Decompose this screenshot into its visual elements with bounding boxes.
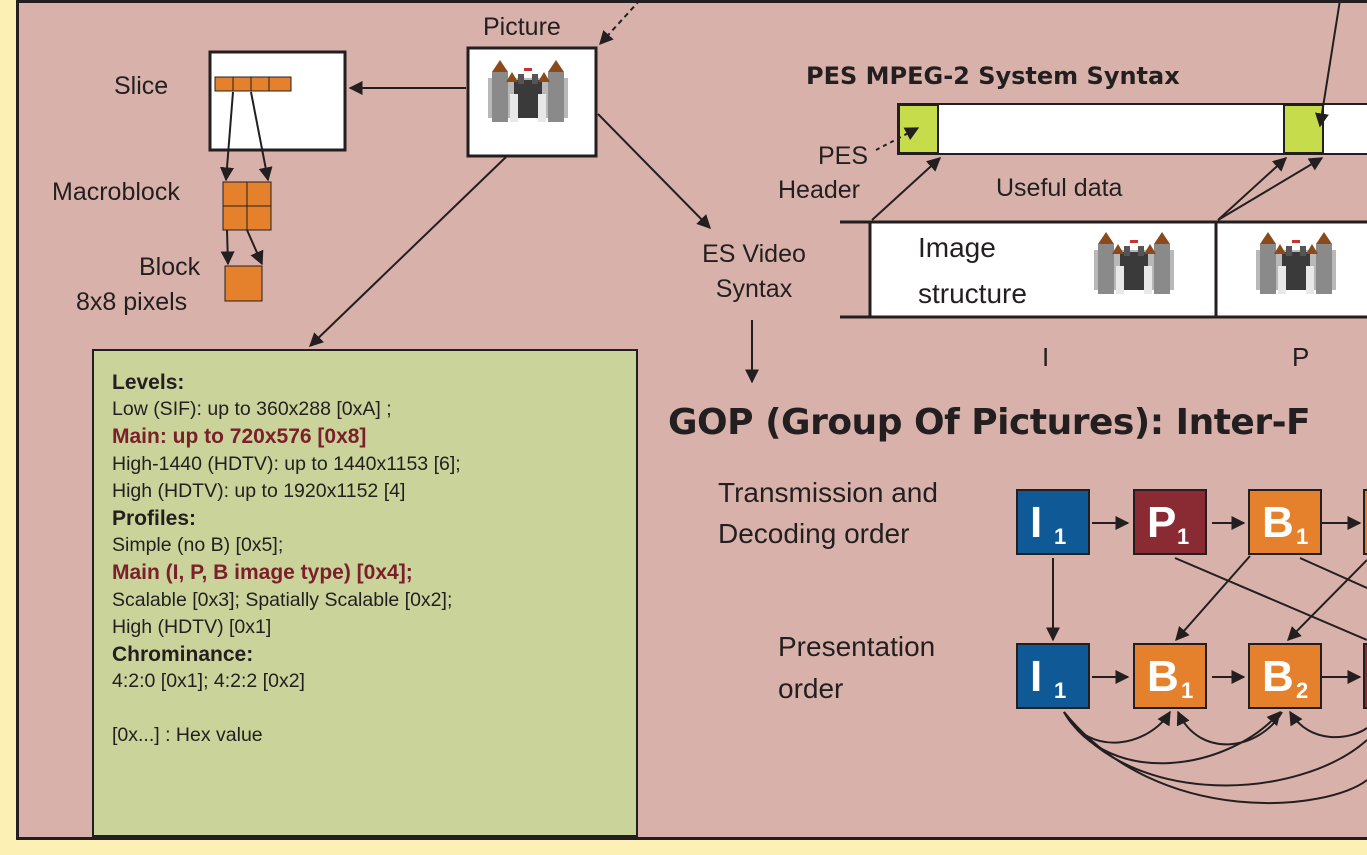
profile-high: High (HDTV) [0x1] bbox=[112, 615, 272, 638]
gop-frame-t-b1: B 1 bbox=[1248, 489, 1322, 555]
levels-header: Levels: bbox=[112, 371, 185, 394]
pes-header-block bbox=[898, 104, 939, 154]
pes-header-block-2 bbox=[1283, 104, 1324, 154]
presentation-label: Presentation bbox=[778, 631, 936, 662]
syntax-label: Syntax bbox=[715, 275, 793, 303]
castle-icon bbox=[488, 60, 568, 122]
profile-main: Main (I, P, B image type) [0x4]; bbox=[112, 561, 413, 585]
castle-icon-p-frame bbox=[1256, 232, 1336, 294]
gop-frame-t-i1: I 1 bbox=[1016, 489, 1090, 555]
block-square bbox=[224, 265, 263, 302]
gop-frame-p-b2: B 2 bbox=[1248, 643, 1322, 709]
slice-label: Slice bbox=[114, 72, 169, 100]
gop-frame-p-i1: I 1 bbox=[1016, 643, 1090, 709]
castle-icon-i-frame bbox=[1094, 232, 1174, 294]
gop-frame-p-b1: B 1 bbox=[1133, 643, 1207, 709]
decoding-order-label: Decoding order bbox=[718, 518, 910, 549]
chrominance-header: Chrominance: bbox=[112, 643, 254, 667]
structure-label: structure bbox=[918, 278, 1027, 309]
spacer bbox=[112, 695, 636, 722]
macroblock-grid bbox=[222, 181, 272, 231]
pes-label: PES bbox=[818, 142, 869, 170]
levels-profiles-panel: Levels: Low (SIF): up to 360x288 [0xA] ;… bbox=[92, 349, 638, 837]
frame-i-label: I bbox=[1042, 342, 1050, 372]
header-label: Header bbox=[778, 176, 860, 204]
slice-macroblock-strip bbox=[214, 76, 292, 92]
chrominance-values: 4:2:0 [0x1]; 4:2:2 [0x2] bbox=[112, 670, 305, 693]
level-main: Main: up to 720x576 [0x8] bbox=[112, 425, 367, 449]
gop-frame-t-cut bbox=[1363, 489, 1367, 555]
gop-frame-t-p1: P 1 bbox=[1133, 489, 1207, 555]
block-label: Block bbox=[139, 253, 201, 281]
top-border bbox=[16, 0, 1367, 3]
block-size-label: 8x8 pixels bbox=[76, 288, 188, 316]
profiles-header: Profiles: bbox=[112, 507, 197, 531]
picture-label: Picture bbox=[483, 13, 561, 41]
level-low: Low (SIF): up to 360x288 [0xA] ; bbox=[112, 398, 392, 421]
image-label: Image bbox=[918, 232, 996, 263]
level-high: High (HDTV): up to 1920x1152 [4] bbox=[112, 479, 406, 502]
macroblock-label: Macroblock bbox=[52, 178, 180, 206]
es-video-label: ES Video bbox=[702, 240, 806, 268]
profile-simple: Simple (no B) [0x5]; bbox=[112, 534, 284, 557]
order-label: order bbox=[778, 673, 844, 704]
pes-title: PES MPEG-2 System Syntax bbox=[806, 62, 1180, 90]
frame-p-label: P bbox=[1292, 342, 1310, 372]
hex-note: [0x...] : Hex value bbox=[112, 724, 263, 747]
level-high1440: High-1440 (HDTV): up to 1440x1153 [6]; bbox=[112, 452, 461, 475]
gop-frame-p-cut bbox=[1363, 643, 1367, 709]
profile-scalable: Scalable [0x3]; Spatially Scalable [0x2]… bbox=[112, 588, 453, 611]
transmission-label: Transmission and bbox=[718, 477, 938, 508]
gop-title: GOP (Group Of Pictures): Inter-F bbox=[668, 402, 1311, 443]
useful-data-label: Useful data bbox=[996, 174, 1123, 202]
